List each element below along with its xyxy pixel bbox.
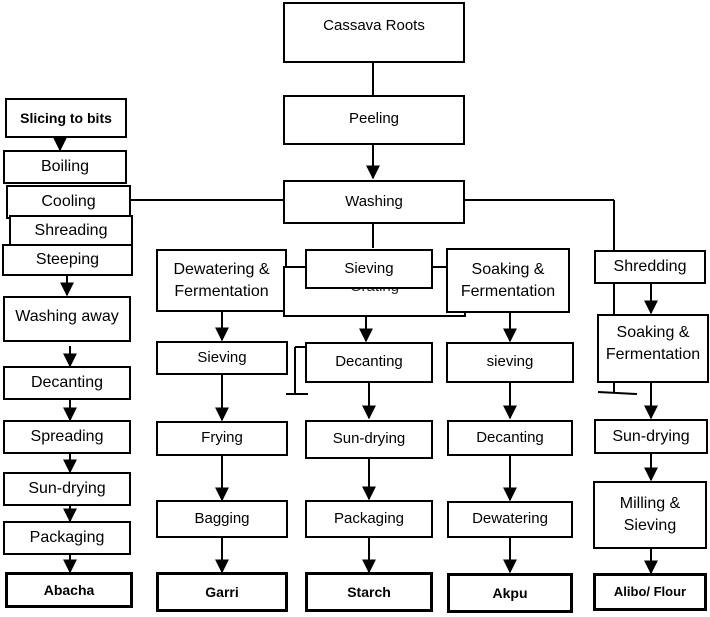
node-abacha: Abacha [5,572,133,608]
node-sieving-garri: Sieving [156,341,288,375]
node-garri: Garri [156,572,288,612]
node-decanting-abacha: Decanting [3,366,131,400]
node-shreading: Shreading [9,215,133,247]
node-shredding: Shredding [594,250,706,284]
node-bagging: Bagging [156,500,288,538]
node-frying: Frying [156,421,288,456]
node-soaking-fermentation-akpu: Soaking & Fermentation [446,248,570,313]
node-packaging-abacha: Packaging [3,521,131,555]
node-spreading: Spreading [3,420,131,454]
node-sieving-top: Sieving [305,249,433,289]
node-cooling: Cooling [6,185,131,219]
node-packaging-starch: Packaging [305,500,433,538]
node-washing: Washing [283,180,465,224]
node-akpu: Akpu [447,573,573,613]
node-dewatering-akpu: Dewatering [447,501,573,538]
node-sun-drying-alibo: Sun-drying [594,419,708,454]
node-washing-away: Washing away [3,296,131,342]
node-decanting-starch: Decanting [305,342,433,383]
node-milling-sieving: Milling & Sieving [593,481,707,549]
node-alibo-flour: Alibo/ Flour [593,573,707,611]
node-starch: Starch [305,572,433,612]
node-slicing: Slicing to bits [5,98,127,138]
node-decanting-akpu: Decanting [447,420,573,456]
node-sieving-akpu: sieving [446,342,574,383]
node-boiling: Boiling [3,150,127,184]
node-soaking-fermentation-alibo: Soaking & Fermentation [597,314,709,383]
node-sun-drying-abacha: Sun-drying [3,472,131,506]
node-cassava-roots: Cassava Roots [283,2,465,63]
node-peeling: Peeling [283,95,465,145]
node-sun-drying-starch: Sun-drying [305,420,433,459]
node-steeping: Steeping [2,244,133,276]
node-dewatering-fermentation: Dewatering & Fermentation [156,249,287,312]
